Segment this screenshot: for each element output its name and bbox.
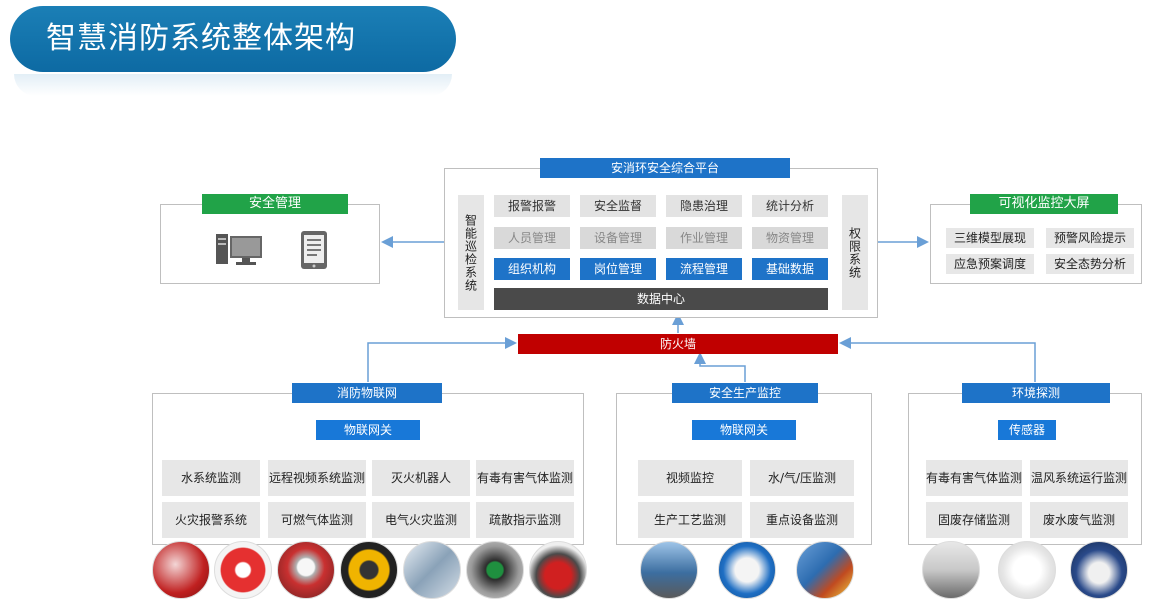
pressure-gauge-photo [277,541,335,599]
inspection-system-label: 智能巡检系统 [458,195,484,310]
platform-module: 作业管理 [666,227,742,249]
monitor-cell: 远程视频系统监测 [268,460,366,496]
radar-photo [1070,541,1128,599]
monitor-cell: 固废存储监测 [926,502,1022,538]
platform-module: 岗位管理 [580,258,656,280]
monitor-cell: 水/气/压监测 [750,460,854,496]
computer-icon [216,232,264,268]
firewall-bar: 防火墙 [518,334,838,354]
monitor-cell: 废水废气监测 [1030,502,1128,538]
monitor-cell: 有毒有害气体监测 [476,460,574,496]
title-reflection [14,74,452,96]
platform-module: 安全监督 [580,195,656,217]
monitor-item: 三维模型展现 [946,228,1034,248]
monitor-cell: 灭火机器人 [372,460,470,496]
monitor-cell: 电气火灾监测 [372,502,470,538]
air-monitor-photo [998,541,1056,599]
camera-photo [718,541,776,599]
monitor-cell: 水系统监测 [162,460,260,496]
platform-module: 组织机构 [494,258,570,280]
monitor-cell: 可燃气体监测 [268,502,366,538]
gas-detector-photo [340,541,398,599]
control-cabinet-photo [403,541,461,599]
platform-module: 设备管理 [580,227,656,249]
exit-sign-photo [466,541,524,599]
platform-module: 报警报警 [494,195,570,217]
pipeline-photo [796,541,854,599]
page-title: 智慧消防系统整体架构 [10,6,456,72]
production-gateway: 物联网关 [692,420,796,440]
production-group-title: 安全生产监控 [672,383,818,403]
iot-group-title: 消防物联网 [292,383,442,403]
sensor-station-photo [922,541,980,599]
fire-pump-photo [152,541,210,599]
platform-module: 隐患治理 [666,195,742,217]
monitor-item: 预警风险提示 [1046,228,1134,248]
safety-management-panel [160,204,380,284]
monitor-cell: 生产工艺监测 [638,502,742,538]
monitor-cell: 视频监控 [638,460,742,496]
monitor-item: 应急预案调度 [946,254,1034,274]
environment-group-title: 环境探测 [962,383,1110,403]
platform-title: 安消环安全综合平台 [540,158,790,178]
monitor-cell: 有毒有害气体监测 [926,460,1022,496]
permission-system-label: 权限系统 [842,195,868,310]
monitor-cell: 重点设备监测 [750,502,854,538]
platform-module: 统计分析 [752,195,828,217]
safety-management-title: 安全管理 [202,194,348,214]
monitor-cell: 疏散指示监测 [476,502,574,538]
tablet-icon [300,230,328,270]
monitor-cell: 火灾报警系统 [162,502,260,538]
platform-module: 物资管理 [752,227,828,249]
fire-robot-photo [529,541,587,599]
iot-gateway: 物联网关 [316,420,420,440]
monitor-item: 安全态势分析 [1046,254,1134,274]
platform-module: 基础数据 [752,258,828,280]
data-center-bar: 数据中心 [494,288,828,310]
alarm-button-photo [214,541,272,599]
sensor-gateway: 传感器 [998,420,1056,440]
monitor-cell: 温风系统运行监测 [1030,460,1128,496]
plant-photo [640,541,698,599]
platform-module: 人员管理 [494,227,570,249]
platform-module: 流程管理 [666,258,742,280]
visual-monitor-title: 可视化监控大屏 [970,194,1118,214]
